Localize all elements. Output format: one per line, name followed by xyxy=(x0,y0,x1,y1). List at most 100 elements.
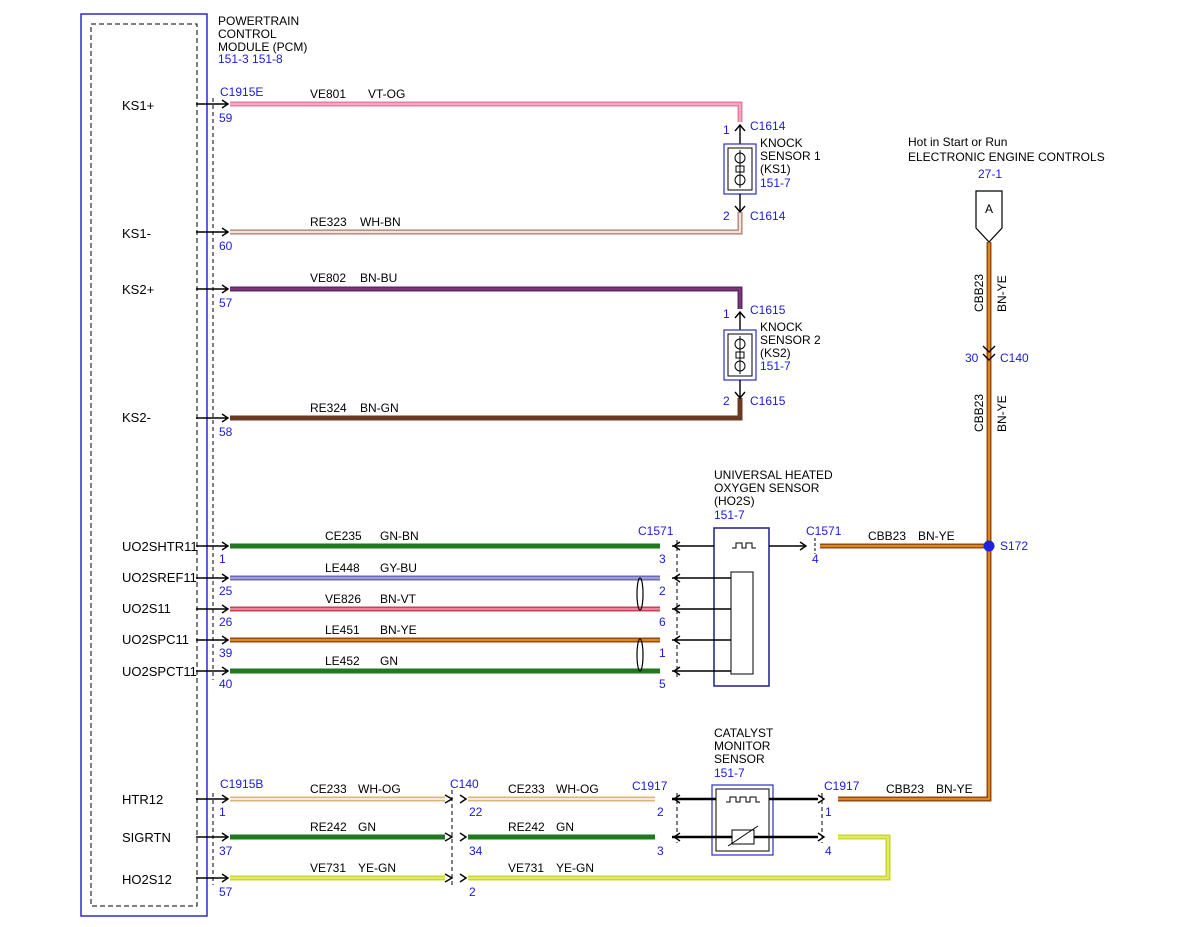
ks1-name-3: (KS1) xyxy=(760,162,791,176)
wire-label-circuit: RE242 xyxy=(508,820,545,834)
pcm-pin-label: UO2SREF11 xyxy=(122,570,197,585)
wire-re323-stripe xyxy=(230,212,742,234)
wire-label-color: WH-BN xyxy=(360,215,401,229)
ks2-top-pin: 1 xyxy=(723,307,730,321)
power-ref: 27-1 xyxy=(978,167,1002,181)
ks1-top-arrow xyxy=(734,123,746,145)
ks2-bottom-connector: C1615 xyxy=(750,394,786,408)
wire-ve802 xyxy=(230,286,743,309)
pin-number: 1 xyxy=(219,805,226,819)
cat-thermistor-symbol xyxy=(727,825,759,847)
cat-pin: 2 xyxy=(657,805,664,819)
pin-number: 26 xyxy=(219,615,233,629)
wire-re323 xyxy=(230,212,743,235)
ho2s-pin: 1 xyxy=(659,646,666,660)
wire-label-circuit: CBB23 xyxy=(886,782,924,796)
ks1-top-pin: 1 xyxy=(723,123,730,137)
wire-ve731-b-stripe xyxy=(468,836,889,879)
ho2s-element xyxy=(730,571,754,675)
c140-symbol xyxy=(444,873,468,883)
wire-label-cbb23-mid-circuit: CBB23 xyxy=(972,394,986,432)
cat-pin: 4 xyxy=(825,844,832,858)
splice-s172 xyxy=(983,540,995,552)
connector-c1915b-label: C1915B xyxy=(220,777,263,791)
ks2-inner-box xyxy=(727,333,753,377)
ks2-name-1: KNOCK xyxy=(760,320,803,334)
cat-arrow xyxy=(672,794,681,842)
wire-label-color: BN-GN xyxy=(360,401,399,415)
wire-label-color: WH-OG xyxy=(556,782,599,796)
cat-c1917-label: C1917 xyxy=(632,779,668,793)
ho2s-name-3: (HO2S) xyxy=(714,494,755,508)
connector-c140-feed-symbol xyxy=(982,345,996,361)
wire-label-color: YE-GN xyxy=(358,861,396,875)
pin-number: 58 xyxy=(219,425,233,439)
pin-number: 37 xyxy=(219,844,233,858)
ho2s-arrow xyxy=(799,541,808,551)
wire-ve801 xyxy=(230,101,743,122)
ho2s-arrow xyxy=(672,541,681,551)
knock-sensor-2: 1 C1615 2 C1615 KNOCK SENSOR 2 (KS2) 151… xyxy=(723,303,821,408)
cat-ref: 151-7 xyxy=(714,766,745,780)
ks2-bottom-pin: 2 xyxy=(723,394,730,408)
cat-name-1: CATALYST xyxy=(714,726,774,740)
ks2-top-arrow xyxy=(734,310,746,330)
ks1-name-2: SENSOR 1 xyxy=(760,149,821,163)
pin-number: 39 xyxy=(219,646,233,660)
wire-re324 xyxy=(230,398,743,421)
twisted-pair-marker xyxy=(636,577,644,611)
pcm-title-2: CONTROL xyxy=(218,27,277,41)
ho2s-name-1: UNIVERSAL HEATED xyxy=(714,468,833,482)
c140-pin: 2 xyxy=(469,885,476,899)
wire-label-circuit: RE242 xyxy=(310,820,347,834)
ks2-bottom-arrow xyxy=(734,380,746,400)
ho2s-c1571-b-label: C1571 xyxy=(806,524,842,538)
ks2-name-3: (KS2) xyxy=(760,346,791,360)
wire-label-cbb23-top-color: BN-YE xyxy=(995,275,1009,312)
wire-label-cbb23-top-circuit: CBB23 xyxy=(972,274,986,312)
pcm-pin-label: KS2+ xyxy=(122,282,154,297)
ho2s-pin: 2 xyxy=(659,584,666,598)
pin-number: 60 xyxy=(219,239,233,253)
pcm-pin-label: KS2- xyxy=(122,410,151,425)
wire-label-color: BN-BU xyxy=(360,271,397,285)
ho2s-sensor: UNIVERSAL HEATED OXYGEN SENSOR (HO2S) 15… xyxy=(638,468,842,691)
wire-label-color: BN-VT xyxy=(380,592,417,606)
wire-label-color: BN-YE xyxy=(918,529,955,543)
ho2s-pin: 5 xyxy=(659,677,666,691)
pcm-title-1: POWERTRAIN xyxy=(218,14,299,28)
ks2-top-connector: C1615 xyxy=(750,303,786,317)
ks1-bottom-pin: 2 xyxy=(723,209,730,223)
power-tag-shape xyxy=(975,190,1003,243)
twisted-pair-marker xyxy=(636,638,644,672)
power-line-2: ELECTRONIC ENGINE CONTROLS xyxy=(908,150,1105,164)
splice-s172-label: S172 xyxy=(1000,539,1028,553)
pin-number: 25 xyxy=(219,584,233,598)
wire-label-color: GN-BN xyxy=(380,529,419,543)
ho2s-pin: 3 xyxy=(659,552,666,566)
ks1-top-connector: C1614 xyxy=(750,119,786,133)
cat-pin: 3 xyxy=(657,844,664,858)
wire-label-color: WH-OG xyxy=(358,782,401,796)
wire-label-circuit: LE451 xyxy=(325,623,360,637)
ho2s-arrow xyxy=(672,573,681,676)
cat-heater-symbol xyxy=(726,796,760,803)
pcm-module: POWERTRAIN CONTROL MODULE (PCM) 151-3 15… xyxy=(80,13,307,917)
wire-label-circuit: CE233 xyxy=(508,782,545,796)
ho2s-pin: 6 xyxy=(659,615,666,629)
ks2-ref: 151-7 xyxy=(760,359,791,373)
wire-label-circuit: LE452 xyxy=(325,654,360,668)
wire-label-circuit: LE448 xyxy=(325,561,360,575)
cat-name-2: MONITOR xyxy=(714,739,771,753)
pcm-inner-frame xyxy=(90,23,198,907)
wire-label-circuit: RE324 xyxy=(310,401,347,415)
pcm-pin-label: SIGRTN xyxy=(122,830,171,845)
power-line-1: Hot in Start or Run xyxy=(908,135,1007,149)
wire-label-color: BN-YE xyxy=(380,623,417,637)
pin-number: 40 xyxy=(219,677,233,691)
wire-cbb23-vertical-stripe xyxy=(838,242,990,800)
pcm-pin-label: HO2S12 xyxy=(122,872,172,887)
connector-c140-feed-pin: 30 xyxy=(965,351,979,365)
c140-label: C140 xyxy=(450,777,479,791)
